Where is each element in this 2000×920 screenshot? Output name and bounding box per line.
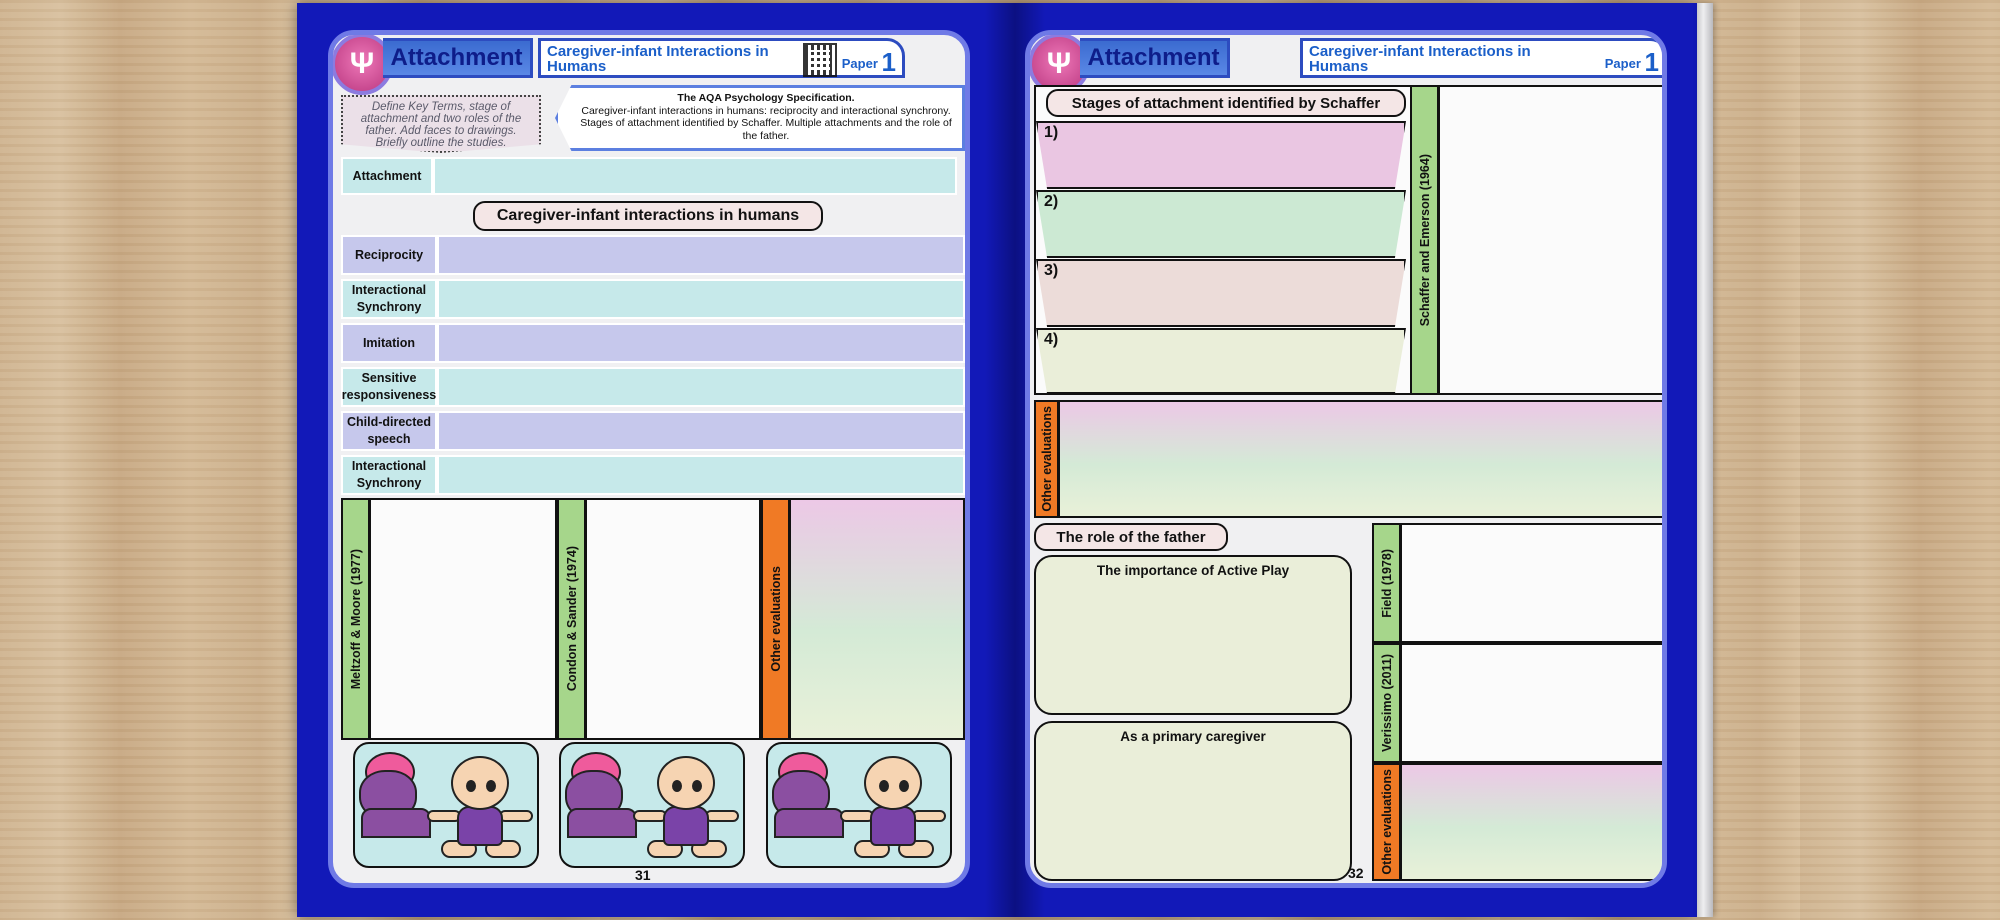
evaluation-answer-box[interactable]: [1400, 763, 1662, 881]
term-answer-box[interactable]: [437, 323, 965, 363]
header-title: Attachment: [383, 38, 533, 78]
attachment-answer-box[interactable]: [433, 157, 957, 195]
term-label: Imitation: [341, 323, 437, 363]
paper-number: 1: [1644, 47, 1659, 77]
evaluation-tab: Other evaluations: [1372, 763, 1400, 881]
term-label: Child-directed speech: [341, 411, 437, 451]
specification-box: The AQA Psychology Specification. Caregi…: [555, 85, 965, 151]
instruction-note: Define Key Terms, stage of attachment an…: [341, 95, 541, 153]
evaluation-answer-box[interactable]: [1058, 400, 1662, 518]
term-answer-box[interactable]: [437, 367, 965, 407]
study-label: Verissimo (2011): [1379, 654, 1394, 752]
stage-3-box[interactable]: 3): [1036, 259, 1406, 327]
page-number: 31: [635, 867, 651, 883]
stages-title: Stages of attachment identified by Schaf…: [1046, 89, 1406, 117]
evaluation-label: Other evaluations: [768, 566, 783, 672]
term-answer-box[interactable]: [437, 235, 965, 275]
baby-figure-icon: [633, 756, 741, 866]
active-play-box[interactable]: The importance of Active Play: [1034, 555, 1352, 715]
study-answer-box[interactable]: [1400, 523, 1662, 643]
spec-heading: The AQA Psychology Specification.: [677, 92, 855, 104]
term-label: Sensitive responsiveness: [341, 367, 437, 407]
term-row-sensitive-responsiveness: Sensitive responsiveness: [341, 367, 965, 407]
mother-baby-drawing[interactable]: [766, 742, 952, 868]
topic-title-text: Caregiver-infant Interactions in Humans: [547, 43, 769, 75]
evaluation-label: Other evaluations: [1379, 769, 1394, 875]
stage-number: 4): [1044, 331, 1059, 348]
evaluation-answer-box[interactable]: [789, 498, 965, 740]
section-title: Caregiver-infant interactions in humans: [473, 201, 823, 231]
paper-label-text: Paper: [1604, 56, 1641, 71]
stage-4-box[interactable]: 4): [1036, 328, 1406, 394]
evaluation-label: Other evaluations: [1039, 406, 1054, 512]
evaluation-tab: Other evaluations: [1034, 400, 1058, 518]
topic-title-text: Caregiver-infant Interactions in Humans: [1309, 43, 1531, 75]
topic-title: Caregiver-infant Interactions in Humans …: [538, 38, 905, 78]
baby-figure-icon: [427, 756, 535, 866]
mother-figure-icon: [565, 752, 637, 838]
study-label: Schaffer and Emerson (1964): [1417, 153, 1432, 327]
study-tab-field: Field (1978): [1372, 523, 1400, 643]
term-answer-box[interactable]: [437, 279, 965, 319]
header-title: Attachment: [1080, 38, 1230, 78]
term-row-child-directed-speech: Child-directed speech: [341, 411, 965, 451]
mother-baby-drawing[interactable]: [559, 742, 745, 868]
attachment-row: Attachment: [341, 157, 965, 195]
page-edges: [1697, 3, 1713, 917]
page-number: 32: [1348, 865, 1364, 881]
study-label: Condon & Sander (1974): [564, 546, 579, 692]
term-answer-box[interactable]: [437, 455, 965, 495]
mother-figure-icon: [772, 752, 844, 838]
stage-2-box[interactable]: 2): [1036, 190, 1406, 258]
term-answer-box[interactable]: [437, 411, 965, 451]
study-tab-verissimo: Verissimo (2011): [1372, 643, 1400, 763]
father-role-title: The role of the father: [1034, 523, 1228, 551]
term-label: Interactional Synchrony: [341, 455, 437, 495]
term-label: Reciprocity: [341, 235, 437, 275]
term-row-reciprocity: Reciprocity: [341, 235, 965, 275]
mother-baby-drawing[interactable]: [353, 742, 539, 868]
page-32: Ψ Attachment Caregiver-infant Interactio…: [1025, 30, 1667, 888]
study-answer-box[interactable]: [1438, 85, 1662, 395]
study-answer-box[interactable]: [369, 498, 557, 740]
stage-1-box[interactable]: 1): [1036, 121, 1406, 189]
spec-text: Caregiver-infant interactions in humans:…: [580, 104, 952, 142]
stage-number: 1): [1044, 124, 1059, 141]
study-answer-box[interactable]: [585, 498, 761, 740]
study-tab-condon: Condon & Sander (1974): [557, 498, 585, 740]
study-label: Meltzoff & Moore (1977): [348, 548, 363, 690]
attachment-label: Attachment: [341, 157, 433, 195]
study-label: Field (1978): [1379, 548, 1394, 618]
term-label: Interactional Synchrony: [341, 279, 437, 319]
page-31: Ψ Attachment Caregiver-infant Interactio…: [328, 30, 970, 888]
paper-label: Paper 1: [1604, 47, 1659, 77]
study-tab-schaffer: Schaffer and Emerson (1964): [1410, 85, 1438, 395]
paper-number: 1: [881, 47, 896, 77]
stage-number: 3): [1044, 262, 1059, 279]
evaluation-tab: Other evaluations: [761, 498, 789, 740]
study-answer-box[interactable]: [1400, 643, 1662, 763]
term-row-imitation: Imitation: [341, 323, 965, 363]
primary-caregiver-box[interactable]: As a primary caregiver: [1034, 721, 1352, 881]
paper-label: Paper 1: [841, 47, 896, 77]
term-row-interactional-synchrony-2: Interactional Synchrony: [341, 455, 965, 495]
topic-title: Caregiver-infant Interactions in Humans …: [1300, 38, 1662, 78]
stage-number: 2): [1044, 193, 1059, 210]
study-tab-meltzoff: Meltzoff & Moore (1977): [341, 498, 369, 740]
paper-label-text: Paper: [841, 56, 878, 71]
mother-figure-icon: [359, 752, 431, 838]
baby-figure-icon: [840, 756, 948, 866]
term-row-interactional-synchrony: Interactional Synchrony: [341, 279, 965, 319]
qr-code-icon[interactable]: [803, 43, 837, 77]
